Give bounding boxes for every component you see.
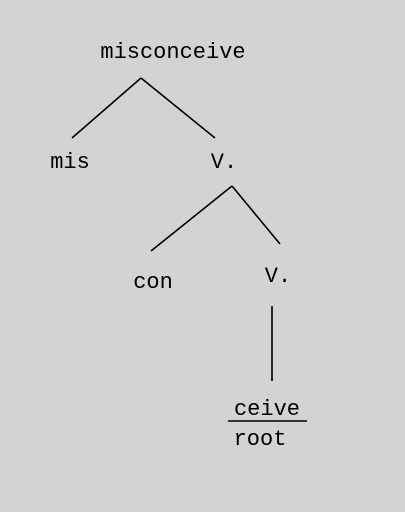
node-misconceive: misconceive	[100, 40, 245, 65]
node-verb-upper: V.	[211, 150, 237, 175]
branch-verb-to-con	[150, 185, 233, 252]
branch-verb-to-verb	[231, 185, 281, 245]
branch-root-to-verb	[140, 77, 216, 139]
root-tag: root	[234, 427, 287, 452]
node-verb-lower: V.	[265, 264, 291, 289]
node-ceive: ceive	[234, 397, 300, 422]
node-con: con	[133, 270, 173, 295]
branch-root-to-mis	[71, 77, 142, 139]
node-mis: mis	[50, 150, 90, 175]
